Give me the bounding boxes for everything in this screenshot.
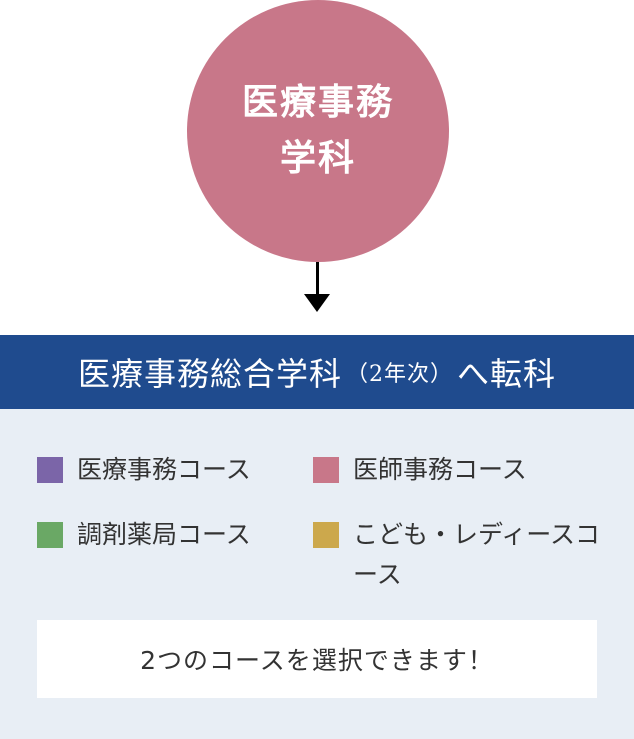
- transfer-banner: 医療事務総合学科 （2年次） へ転科: [0, 335, 634, 409]
- down-arrow-icon: [304, 294, 330, 312]
- target-year-note: （2年次）: [346, 362, 453, 387]
- course-color-swatch: [37, 457, 63, 483]
- course-label: こども・レディースコース: [353, 520, 601, 589]
- selection-note: 2つのコースを選択できます！: [37, 620, 597, 698]
- course-label: 医師事務コース: [353, 455, 527, 484]
- transfer-suffix: へ転科: [457, 355, 557, 393]
- target-department-name: 医療事務総合学科: [77, 355, 342, 393]
- source-department-line2: 学科: [279, 138, 356, 179]
- course-item-kids-ladies: こども・レディースコース: [313, 515, 608, 595]
- course-label: 調剤薬局コース: [77, 520, 251, 549]
- course-label: 医療事務コース: [77, 455, 251, 484]
- source-department-circle: 医療事務 学科: [187, 0, 449, 262]
- selection-note-text: 2つのコースを選択できます！: [140, 646, 494, 675]
- course-color-swatch: [37, 522, 63, 548]
- down-arrow-shaft: [316, 262, 319, 298]
- course-color-swatch: [313, 457, 339, 483]
- course-item-pharmacy: 調剤薬局コース: [37, 515, 327, 555]
- course-item-doctor-office: 医師事務コース: [313, 450, 603, 490]
- course-item-medical-office: 医療事務コース: [37, 450, 327, 490]
- source-department-line1: 医療事務: [241, 82, 394, 123]
- course-color-swatch: [313, 522, 339, 548]
